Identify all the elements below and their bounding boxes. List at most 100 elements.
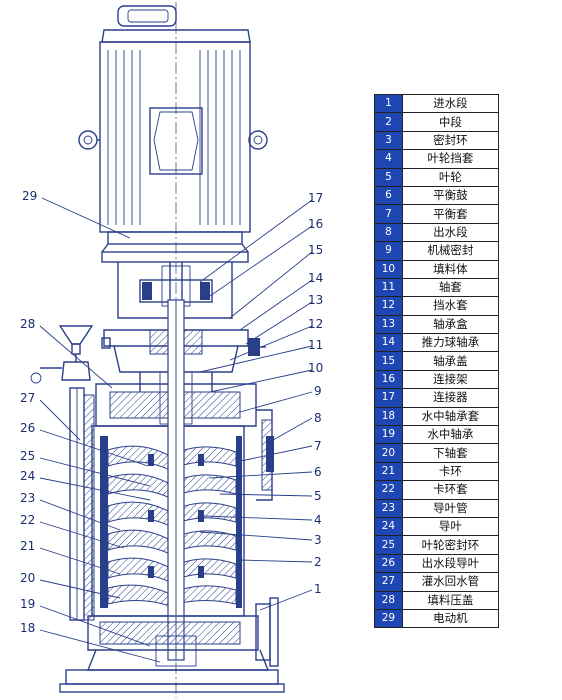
callout-10: 10	[308, 361, 323, 375]
legend-part-number: 12	[374, 296, 403, 316]
legend-part-number: 13	[374, 314, 403, 335]
legend-part-name: 叶轮密封环	[401, 535, 500, 555]
legend-part-name: 出水段	[401, 222, 500, 243]
legend-part-number: 29	[374, 608, 403, 629]
legend-part-name: 叶轮挡套	[401, 149, 500, 169]
motor	[78, 5, 268, 263]
legend-part-name: 中段	[401, 112, 500, 132]
legend-part-number: 23	[374, 498, 403, 518]
legend-part-name: 连接架	[401, 369, 500, 390]
legend-part-name: 水中轴承	[401, 425, 500, 445]
legend-part-number: 7	[374, 204, 403, 224]
legend-part-number: 18	[374, 406, 403, 427]
legend-part-number: 27	[374, 572, 403, 592]
callout-17: 17	[308, 191, 323, 205]
legend-part-number: 6	[374, 185, 403, 206]
legend-part-number: 10	[374, 259, 403, 279]
callout-2: 2	[314, 555, 322, 569]
legend-part-number: 20	[374, 443, 403, 463]
legend-part-name: 轴承盒	[401, 314, 500, 335]
callout-29: 29	[22, 189, 37, 203]
pump-cross-section-drawing: 1 2 3 4 5 6 7 8 9 10 11 12 13 14 15 16 1…	[20, 2, 323, 698]
legend-part-name: 密封环	[401, 130, 500, 151]
legend-part-number: 24	[374, 516, 403, 537]
legend-part-name: 出水段导叶	[401, 553, 500, 574]
callout-14: 14	[308, 271, 323, 285]
callout-3: 3	[314, 533, 322, 547]
legend-part-number: 15	[374, 351, 403, 371]
legend-part-number: 4	[374, 149, 403, 169]
legend-part-name: 平衡鼓	[401, 185, 500, 206]
callout-23: 23	[20, 491, 35, 505]
legend-part-name: 轴承盖	[401, 351, 500, 371]
callout-15: 15	[308, 243, 323, 257]
legend-part-number: 17	[374, 388, 403, 408]
callout-20: 20	[20, 571, 35, 585]
legend-part-number: 2	[374, 112, 403, 132]
callout-16: 16	[308, 217, 323, 231]
callout-25: 25	[20, 449, 35, 463]
leader-lines	[39, 197, 313, 663]
legend-part-name: 连接器	[401, 388, 500, 408]
callout-11: 11	[308, 338, 323, 352]
callout-1: 1	[314, 582, 322, 596]
callout-27: 27	[20, 391, 35, 405]
legend-part-name: 填料压盖	[401, 590, 500, 610]
callout-13: 13	[308, 293, 323, 307]
stage-stack	[91, 299, 245, 661]
legend-part-name: 灌水回水管	[401, 572, 500, 592]
legend-part-name: 下轴套	[401, 443, 500, 463]
legend-part-name: 水中轴承套	[401, 406, 500, 427]
callout-7: 7	[314, 439, 322, 453]
legend-part-number: 16	[374, 369, 403, 390]
legend-part-name: 填料体	[401, 259, 500, 279]
legend-part-number: 3	[374, 130, 403, 151]
callout-28: 28	[20, 317, 35, 331]
legend-part-name: 导叶	[401, 516, 500, 537]
callout-numbers: 1 2 3 4 5 6 7 8 9 10 11 12 13 14 15 16 1…	[20, 189, 323, 635]
legend-part-name: 卡环	[401, 461, 500, 482]
legend-part-number: 25	[374, 535, 403, 555]
callout-22: 22	[20, 513, 35, 527]
legend-part-number: 26	[374, 553, 403, 574]
legend-part-name: 叶轮	[401, 167, 500, 187]
callout-18: 18	[20, 621, 35, 635]
legend-part-number: 22	[374, 480, 403, 500]
legend-part-number: 11	[374, 277, 403, 298]
callout-4: 4	[314, 513, 322, 527]
legend-part-number: 28	[374, 590, 403, 610]
callout-26: 26	[20, 421, 35, 435]
callout-21: 21	[20, 539, 35, 553]
legend-part-number: 8	[374, 222, 403, 243]
legend-part-name: 机械密封	[401, 241, 500, 261]
callout-24: 24	[20, 469, 35, 483]
legend-part-number: 19	[374, 425, 403, 445]
legend-part-number: 21	[374, 461, 403, 482]
